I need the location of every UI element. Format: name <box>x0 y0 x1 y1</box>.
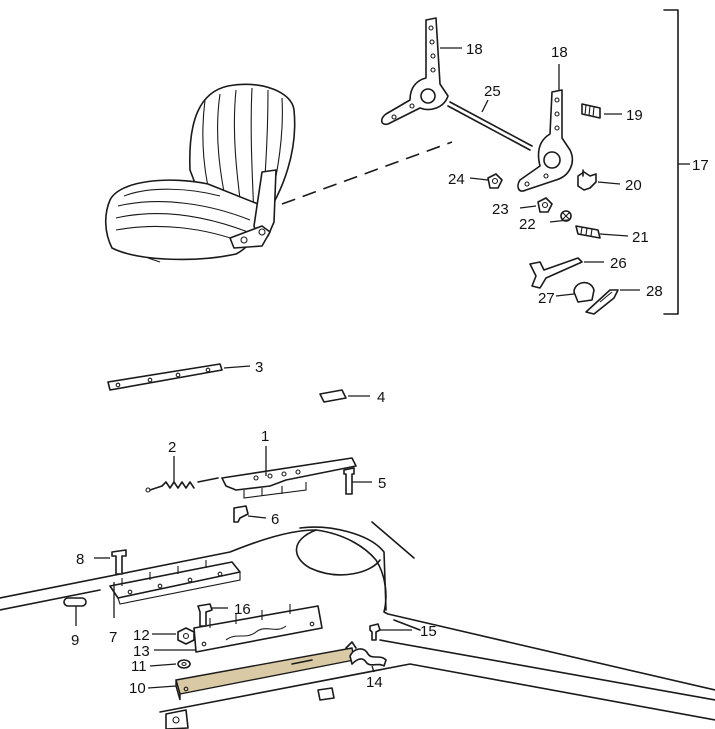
callout-21: 21 <box>632 229 649 246</box>
callout-28: 28 <box>646 283 663 300</box>
block-part <box>319 389 347 403</box>
callout-20: 20 <box>625 177 642 194</box>
strip-part <box>107 363 223 391</box>
callout-19: 19 <box>626 107 643 124</box>
hinge-assembly <box>380 9 679 315</box>
callout-18-right: 18 <box>551 44 568 61</box>
latch-plate <box>221 457 357 499</box>
bolt-part <box>343 467 355 495</box>
callout-16: 16 <box>234 601 251 618</box>
callout-6: 6 <box>271 511 279 528</box>
callout-labels: 1 2 3 4 5 6 7 8 9 10 11 12 13 14 15 16 1… <box>71 41 709 697</box>
callout-13: 13 <box>133 643 150 660</box>
leader-lines <box>75 47 690 689</box>
callout-24: 24 <box>448 171 465 188</box>
callout-4: 4 <box>377 389 385 406</box>
callout-22: 22 <box>519 216 536 233</box>
callout-14: 14 <box>366 674 383 691</box>
callout-11: 11 <box>131 658 147 675</box>
spring-part <box>145 477 219 493</box>
floor-assembly <box>0 521 715 729</box>
callout-9: 9 <box>71 632 79 649</box>
callout-2: 2 <box>168 439 176 456</box>
callout-5: 5 <box>378 475 386 492</box>
callout-8: 8 <box>76 551 84 568</box>
callout-10: 10 <box>129 680 146 697</box>
assembly-line <box>281 141 453 205</box>
callout-17: 17 <box>692 157 709 174</box>
callout-1: 1 <box>261 428 269 445</box>
callout-27: 27 <box>538 290 555 307</box>
callout-18-left: 18 <box>466 41 483 58</box>
callout-25: 25 <box>484 83 501 100</box>
callout-26: 26 <box>610 255 627 272</box>
callout-15: 15 <box>420 623 437 640</box>
callout-12: 12 <box>133 627 150 644</box>
callout-23: 23 <box>492 201 509 218</box>
callout-3: 3 <box>255 359 263 376</box>
seat-illustration <box>104 83 296 263</box>
screw-part <box>233 505 249 523</box>
callout-7: 7 <box>109 629 117 646</box>
